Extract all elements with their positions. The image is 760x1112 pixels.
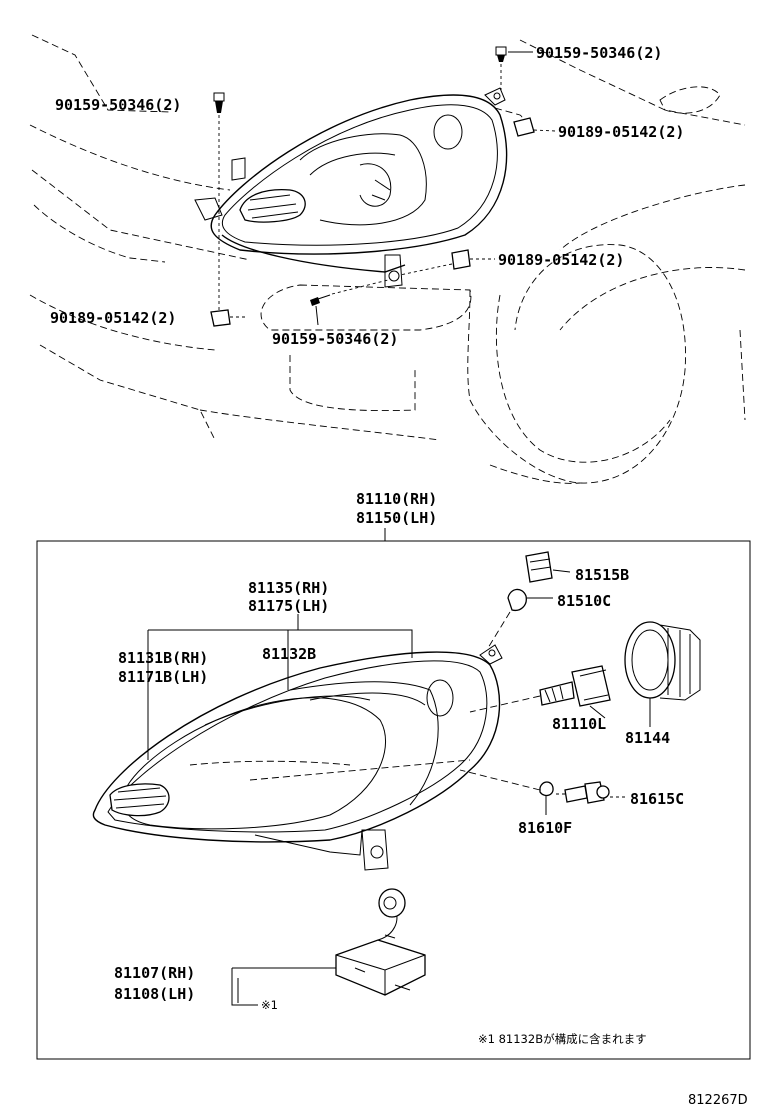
clip-right-mid-icon (399, 249, 495, 276)
label-side-socket: 81615C (630, 790, 684, 808)
socket-icon (525, 551, 571, 583)
label-clip-right-top: 90189-05142(2) (558, 123, 684, 141)
label-housing-rh: 81131B(RH) (118, 649, 208, 667)
label-reflector: 81132B (262, 645, 316, 663)
small-bulb-icon (487, 588, 553, 649)
label-side-bulb: 81610F (518, 819, 572, 837)
label-assembly-lh: 81150(LH) (356, 509, 437, 527)
upper-headlamp-drawing (194, 87, 523, 288)
label-housing-lh: 81171B(LH) (118, 668, 208, 686)
vehicle-body-outline (29, 34, 746, 484)
label-socket: 81515B (575, 566, 629, 584)
assembly-frame (36, 540, 751, 1060)
label-main-bulb: 81110L (552, 715, 606, 733)
bolt-bottom-icon (310, 279, 389, 326)
label-module-note-mark: ※1 (261, 998, 278, 1012)
side-bulb-icon (459, 769, 554, 815)
label-dust-cap: 81144 (625, 729, 670, 747)
figure-code: 812267D (688, 1093, 748, 1108)
label-clip-left: 90189-05142(2) (50, 309, 176, 327)
clip-left-icon (210, 309, 248, 327)
label-module-rh: 81107(RH) (114, 964, 195, 982)
control-module-icon (335, 888, 426, 996)
label-module-lh: 81108(LH) (114, 985, 195, 1003)
label-small-bulb: 81510C (557, 592, 611, 610)
label-bolt-left: 90159-50346(2) (55, 96, 181, 114)
bolt-top-icon (495, 46, 507, 90)
label-lens-lh: 81175(LH) (248, 597, 329, 615)
label-assembly-rh: 81110(RH) (356, 490, 437, 508)
label-lens-rh: 81135(RH) (248, 579, 329, 597)
side-socket-icon (556, 781, 628, 804)
lower-headlamp-drawing (92, 644, 503, 871)
label-bolt-bottom: 90159-50346(2) (272, 330, 398, 348)
dust-cap-icon (624, 621, 701, 727)
footnote: ※1 81132Bが構成に含まれます (478, 1032, 647, 1046)
bolt-left-icon (213, 92, 225, 310)
label-bolt-top: 90159-50346(2) (536, 44, 662, 62)
main-bulb-icon (469, 665, 611, 719)
label-clip-right-mid: 90189-05142(2) (498, 251, 624, 269)
clip-right-top-icon (513, 117, 556, 137)
